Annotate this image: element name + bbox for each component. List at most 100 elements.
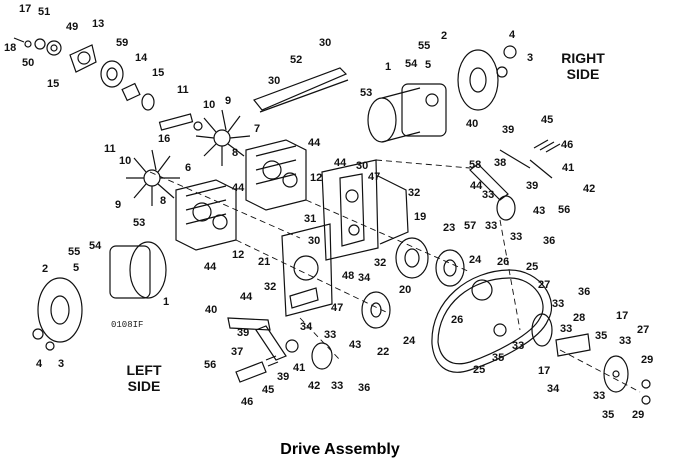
callout-label: 10 bbox=[203, 99, 216, 111]
callout-label: 8 bbox=[232, 147, 239, 159]
callout-label: 15 bbox=[152, 67, 165, 79]
callout-label: 13 bbox=[92, 18, 105, 30]
callout-label: 7 bbox=[254, 123, 261, 135]
callout-label: 44 bbox=[240, 291, 253, 303]
side-label-line: RIGHT bbox=[561, 50, 605, 66]
callout-label: 54 bbox=[405, 58, 418, 70]
callout-label: 44 bbox=[232, 182, 245, 194]
callout-label: 43 bbox=[349, 339, 362, 351]
callout-label: 1 bbox=[163, 296, 170, 308]
callout-label: 46 bbox=[241, 396, 254, 408]
callout-label: 20 bbox=[399, 284, 412, 296]
callout-label: 53 bbox=[360, 87, 373, 99]
callout-label: 39 bbox=[526, 180, 539, 192]
callout-label: 59 bbox=[116, 37, 129, 49]
callout-label: 9 bbox=[115, 199, 122, 211]
callout-label: 25 bbox=[473, 364, 486, 376]
callout-label: 9 bbox=[225, 95, 232, 107]
diagram-caption: Drive Assembly bbox=[280, 441, 400, 458]
callout-label: 3 bbox=[527, 52, 534, 64]
callout-label: 22 bbox=[377, 346, 390, 358]
callout-label: 21 bbox=[258, 256, 271, 268]
callout-label: 30 bbox=[319, 37, 332, 49]
idler-pulley-26 bbox=[471, 279, 507, 337]
bracket-lower-right bbox=[531, 313, 651, 405]
callout-label: 24 bbox=[403, 335, 416, 347]
callout-label: 19 bbox=[414, 211, 427, 223]
callout-label: 30 bbox=[268, 75, 281, 87]
callout-label: 58 bbox=[469, 159, 482, 171]
callout-label: 35 bbox=[595, 330, 608, 342]
callout-label: 37 bbox=[231, 346, 244, 358]
callout-label: 40 bbox=[466, 118, 479, 130]
wheel-motor-right bbox=[367, 45, 517, 143]
callout-label: 11 bbox=[177, 84, 189, 96]
cooling-fan-upper bbox=[195, 109, 251, 166]
callout-label: 16 bbox=[158, 133, 171, 145]
callout-label: 15 bbox=[47, 78, 60, 90]
callout-label: 10 bbox=[119, 155, 132, 167]
side-label-line: SIDE bbox=[566, 66, 600, 82]
callout-label: 48 bbox=[342, 270, 355, 282]
idler-arm-left bbox=[227, 317, 333, 383]
callout-label: 27 bbox=[637, 324, 650, 336]
callout-label: 45 bbox=[541, 114, 554, 126]
callout-label: 41 bbox=[562, 162, 575, 174]
center-bracket bbox=[321, 159, 409, 261]
pulley-19 bbox=[395, 237, 429, 279]
callout-label: 23 bbox=[443, 222, 456, 234]
pulley-22 bbox=[361, 291, 391, 329]
callout-label: 33 bbox=[324, 329, 337, 341]
callout-label: 49 bbox=[66, 21, 79, 33]
cooling-fan-lower bbox=[126, 149, 180, 206]
callout-label: 44 bbox=[470, 180, 483, 192]
callout-label: 44 bbox=[204, 261, 217, 273]
callout-label: 35 bbox=[492, 352, 505, 364]
callout-label: 30 bbox=[308, 235, 321, 247]
callout-label: 36 bbox=[543, 235, 556, 247]
callout-label: 32 bbox=[374, 257, 387, 269]
callout-label: 34 bbox=[300, 321, 313, 333]
callout-label: 51 bbox=[38, 6, 51, 18]
callout-label: 33 bbox=[512, 340, 525, 352]
side-label-line: SIDE bbox=[127, 378, 161, 394]
callout-label: 17 bbox=[19, 3, 32, 15]
callout-label: 32 bbox=[264, 281, 277, 293]
callout-label: 43 bbox=[533, 205, 546, 217]
callout-label: 56 bbox=[204, 359, 217, 371]
callout-label: 4 bbox=[36, 358, 43, 370]
wheel-motor-left bbox=[32, 241, 167, 351]
callout-label: 55 bbox=[418, 40, 431, 52]
callout-label: 36 bbox=[358, 382, 371, 394]
callout-label: 46 bbox=[561, 139, 574, 151]
callout-label: 33 bbox=[552, 298, 565, 310]
callout-label: 32 bbox=[408, 187, 421, 199]
side-label-line: LEFT bbox=[126, 362, 162, 378]
alignment-lines bbox=[149, 159, 641, 393]
callout-label: 4 bbox=[509, 29, 516, 41]
callout-label: 39 bbox=[502, 124, 515, 136]
callout-label: 33 bbox=[593, 390, 606, 402]
right-side-label: RIGHT SIDE bbox=[553, 50, 613, 82]
callout-label: 55 bbox=[68, 246, 81, 258]
callout-label: 41 bbox=[293, 362, 306, 374]
callout-label: 34 bbox=[358, 272, 371, 284]
callout-label: 27 bbox=[538, 279, 551, 291]
callout-label: 47 bbox=[331, 302, 344, 314]
callout-label: 44 bbox=[334, 157, 347, 169]
callout-label: 57 bbox=[464, 220, 477, 232]
callout-label: 35 bbox=[602, 409, 615, 421]
callout-label: 5 bbox=[73, 262, 80, 274]
callout-label: 33 bbox=[482, 189, 495, 201]
callout-label: 38 bbox=[494, 157, 507, 169]
callout-label: 6 bbox=[185, 162, 192, 174]
callout-label: 33 bbox=[619, 335, 632, 347]
callout-label: 39 bbox=[237, 327, 250, 339]
drawing-id: 0108IF bbox=[111, 320, 144, 330]
callout-label: 3 bbox=[58, 358, 65, 370]
callout-label: 11 bbox=[104, 143, 116, 155]
callout-label: 31 bbox=[304, 213, 317, 225]
callout-label: 1 bbox=[385, 61, 392, 73]
